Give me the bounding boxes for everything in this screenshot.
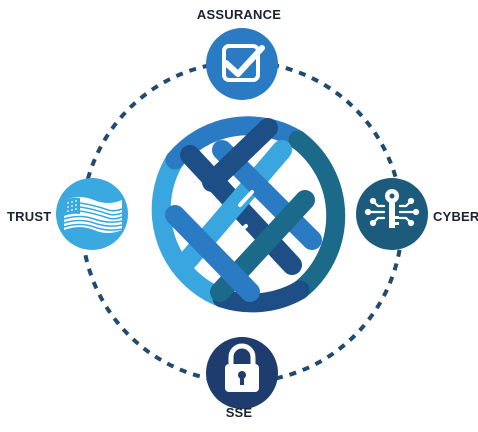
knot-weave-gap-1 [238,190,254,207]
trust-node[interactable] [56,178,128,250]
cyber-node[interactable] [356,178,428,250]
us-flag-icon [63,197,123,233]
knot-band-6 [202,118,278,192]
celtic-knot-logo [151,116,346,313]
assurance-node[interactable] [206,28,278,100]
assurance-label: ASSURANCE [196,7,282,22]
assurance-circle [206,28,278,100]
knot-outer-arc-bottom [212,280,310,313]
sse-node[interactable] [206,337,278,409]
circuit-key-icon [364,189,420,228]
knot-outer-arc-left [151,150,232,308]
padlock-icon [225,343,259,392]
sse-label: SSE [225,405,253,420]
knot-band-5 [165,205,260,302]
knot-weave-gap-2 [230,224,248,240]
knot-outer-arc-right [288,130,346,300]
cyber-label: CYBER [433,209,478,224]
trust-label: TRUST [7,209,52,224]
checkmark-icon [222,44,265,82]
